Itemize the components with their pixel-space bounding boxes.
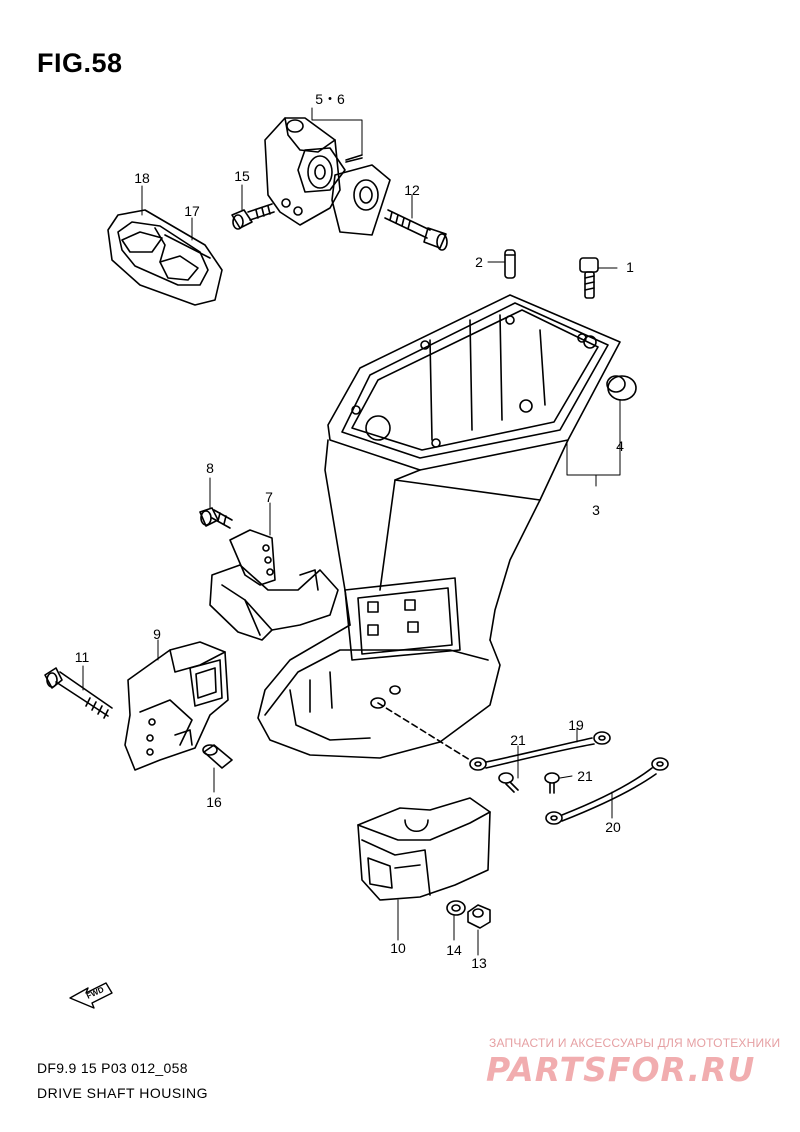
drive-shaft-housing [257,294,621,761]
bolt-part-12 [384,209,448,251]
screw-part-21b [544,772,560,794]
callout-13: 13 [471,955,487,971]
callout-8: 8 [206,460,214,476]
callout-4: 4 [616,438,624,454]
callout-5-6: 5・6 [315,91,345,107]
figure-caption: DRIVE SHAFT HOUSING [37,1085,209,1101]
bolt-part-8 [199,507,233,529]
watermark-tagline: ЗАПЧАСТИ И АКСЕССУАРЫ ДЛЯ МОТОТЕХНИКИ [489,1036,781,1050]
leader-lines [82,107,621,956]
bracket-part-7 [209,529,339,641]
grommet-part-17-18 [107,209,223,306]
callout-10: 10 [390,940,406,956]
pin-part-2 [504,249,516,279]
callout-17: 17 [184,203,200,219]
callout-19: 19 [568,717,584,733]
grommet-part-4 [606,375,637,401]
screw-part-21a [498,772,519,793]
callout-1: 1 [626,259,634,275]
washer-part-14 [446,900,466,916]
callout-7: 7 [265,489,273,505]
callout-14: 14 [446,942,462,958]
callout-11: 11 [74,649,90,665]
ground-wire-part-20 [545,757,669,825]
mount-bracket-part-5-6 [264,117,391,236]
nut-part-13 [467,904,491,929]
figure-title: FIG.58 [37,48,123,78]
bracket-part-9 [124,641,229,771]
callout-21-upper: 21 [510,732,526,748]
collar-part-16 [202,744,233,769]
callout-12: 12 [404,182,420,198]
watermark-logo: PARTSFOR.RU [486,1050,756,1089]
cover-part-10 [357,797,491,901]
callout-15: 15 [234,168,250,184]
callout-2: 2 [475,254,483,270]
bolt-part-15 [231,203,275,230]
callout-21-lower: 21 [577,768,593,784]
ground-wire-part-19 [469,731,611,771]
drawing-code: DF9.9 15 P03 012_058 [37,1060,188,1076]
callout-20: 20 [605,819,621,835]
callout-16: 16 [206,794,222,810]
bolt-part-1 [579,257,599,299]
bolt-part-11 [44,667,113,719]
callout-9: 9 [153,626,161,642]
callout-18: 18 [134,170,150,186]
fwd-arrow-icon: FWD [69,982,113,1009]
callout-3: 3 [592,502,600,518]
